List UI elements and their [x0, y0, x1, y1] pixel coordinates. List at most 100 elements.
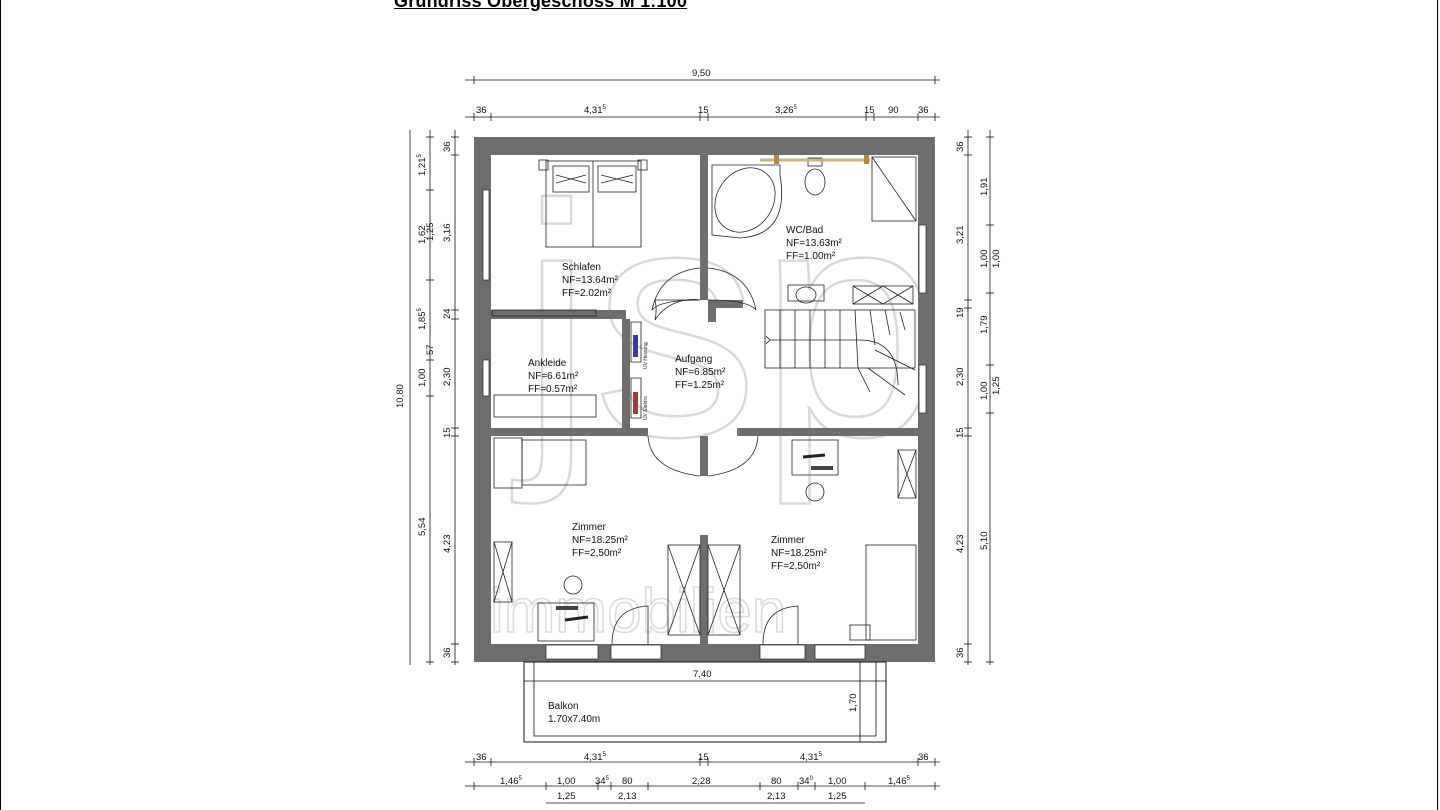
dimensions-left: 10,80 1,215 1,62 1,855 1,00 5,54 1,25 57… [395, 130, 459, 665]
dim-top-4-sup: 5 [794, 105, 798, 111]
dim-balcony-width: 7,40 [693, 669, 712, 680]
dim-bottom1-3: 15 [698, 752, 709, 763]
dim-left-outer-2: 1,62 [417, 226, 428, 245]
room-zimmer-right-name: Zimmer [771, 535, 806, 546]
dim-left-mid-2: 57 [425, 344, 436, 355]
dim-balcony-depth: 1,70 [848, 694, 859, 713]
room-ankleide-ff: FF=0.57m² [528, 384, 578, 395]
watermark: jsp immobilien [489, 135, 943, 647]
dim-right-mid-5: 5,10 [979, 532, 990, 551]
dim-bottom1-4-sup: 5 [819, 752, 823, 758]
room-zimmer-left-ff: FF=2,50m² [572, 548, 622, 559]
dim-bottom2-4: 80 [622, 776, 633, 787]
dim-bottom1-2-sup: 5 [603, 752, 607, 758]
dim-right-mid-2: 1,00 [979, 250, 990, 269]
room-schlafen-nf: NF=13.64m² [562, 275, 619, 286]
balcony: Balkon 1.70x7.40m [523, 661, 887, 743]
svg-text:4,315: 4,315 [584, 752, 607, 763]
dim-bottom2-1-sup: 5 [519, 776, 523, 782]
dim-bottom3-2: 2,13 [618, 791, 637, 802]
dim-bottom1-5: 36 [918, 752, 929, 763]
room-zimmer-left-name: Zimmer [572, 522, 607, 533]
dim-bottom2-8: 1,00 [828, 776, 847, 787]
room-bad-nf: NF=13.63m² [786, 238, 843, 249]
watermark-word: immobilien [490, 577, 786, 646]
dimensions-top: 9,50 36 4,315 15 3,265 15 90 36 [465, 68, 940, 121]
dim-bottom2-3: 34 [595, 776, 606, 787]
dim-bottom3-1: 1,25 [557, 791, 576, 802]
label-uv-heizung: UV Heizung [643, 342, 649, 369]
doors [611, 267, 799, 645]
dim-left-inner-3: 24 [442, 308, 453, 319]
dim-bottom2-9-sup: 5 [907, 776, 911, 782]
dim-bottom1-4: 4,31 [800, 752, 819, 763]
dim-right-outer-2: 1,25 [991, 377, 1002, 396]
dim-right-inner-3: 19 [955, 307, 966, 318]
dim-left-inner-1: 36 [442, 141, 453, 152]
furniture [491, 155, 917, 642]
dimensions-balcony: 7,40 1,70 [524, 662, 886, 742]
dim-bottom2-5: 2,28 [692, 776, 711, 787]
room-zimmer-right-nf: NF=18.25m² [771, 548, 828, 559]
page-border-left [0, 0, 1, 810]
dim-left-outer-3-sup: 5 [417, 308, 423, 312]
dim-left-inner-7: 36 [442, 647, 453, 658]
dim-top-3: 15 [698, 105, 709, 116]
dim-bottom2-6: 80 [771, 776, 782, 787]
room-ankleide-nf: NF=6.61m² [528, 371, 579, 382]
dim-top-2-sup: 5 [603, 105, 607, 111]
dim-bottom2-2: 1,00 [557, 776, 576, 787]
staircase [764, 309, 916, 396]
dim-bottom2-1: 1,46 [500, 776, 519, 787]
dim-bottom1-1: 36 [476, 752, 487, 763]
dim-left-outer-3: 1,85 [417, 312, 428, 331]
dim-top-6: 90 [888, 105, 899, 116]
dim-right-outer-1: 1,00 [991, 250, 1002, 269]
windows [482, 189, 927, 660]
room-schlafen-name: Schlafen [562, 262, 601, 273]
dim-right-mid-3: 1,79 [979, 316, 990, 335]
dimensions-bottom: 36 4,315 15 4,315 36 1,465 1,00 345 80 2… [465, 752, 940, 804]
svg-text:1,855: 1,855 [417, 308, 428, 331]
svg-text:1,215: 1,215 [417, 154, 428, 177]
dim-left-outer-1-sup: 5 [417, 154, 423, 158]
label-uv-elektro: UV Elektro [643, 396, 649, 420]
balcony-name: Balkon [548, 701, 579, 712]
dim-top-2: 4,31 [584, 105, 603, 116]
svg-text:3,265: 3,265 [775, 105, 798, 116]
dim-top-overall: 9,50 [692, 68, 711, 79]
dim-bottom2-7: 34 [799, 776, 810, 787]
dim-left-inner-6: 4,23 [442, 535, 453, 554]
dim-right-inner-1: 36 [955, 141, 966, 152]
plan-title: Grundriss Obergeschoss M 1:100 [394, 0, 688, 11]
dim-bottom3-4: 1,25 [828, 791, 847, 802]
dim-left-inner-4: 2,30 [442, 368, 453, 387]
room-zimmer-left-nf: NF=18.25m² [572, 535, 629, 546]
page-border-right [1437, 0, 1438, 810]
dim-right-mid-4: 1,00 [979, 382, 990, 401]
svg-text:340: 340 [799, 776, 814, 787]
dim-top-4: 3,26 [775, 105, 794, 116]
dim-top-7: 36 [918, 105, 929, 116]
dim-right-inner-4: 2,30 [955, 368, 966, 387]
room-aufgang-nf: NF=6.85m² [675, 367, 726, 378]
dim-bottom1-2: 4,31 [584, 752, 603, 763]
svg-text:4,315: 4,315 [584, 105, 607, 116]
dim-right-inner-7: 36 [955, 647, 966, 658]
dimensions-right: 36 3,21 19 2,30 15 4,23 36 1,91 1,00 1,7… [955, 130, 1002, 665]
room-zimmer-right-ff: FF=2,50m² [771, 561, 821, 572]
dim-left-overall: 10,80 [395, 384, 406, 408]
dim-left-outer-4: 1,00 [417, 369, 428, 388]
dim-left-mid-1: 1,25 [425, 223, 436, 242]
svg-text:345: 345 [595, 776, 610, 787]
svg-text:4,315: 4,315 [800, 752, 823, 763]
room-aufgang-ff: FF=1.25m² [675, 380, 725, 391]
dim-bottom2-9: 1,46 [888, 776, 907, 787]
svg-text:1,465: 1,465 [888, 776, 911, 787]
dim-right-inner-6: 4,23 [955, 535, 966, 554]
room-aufgang-name: Aufgang [675, 354, 712, 365]
svg-text:1,465: 1,465 [500, 776, 523, 787]
watermark-letters: jsp [510, 136, 942, 507]
dim-left-inner-5: 15 [442, 427, 453, 438]
